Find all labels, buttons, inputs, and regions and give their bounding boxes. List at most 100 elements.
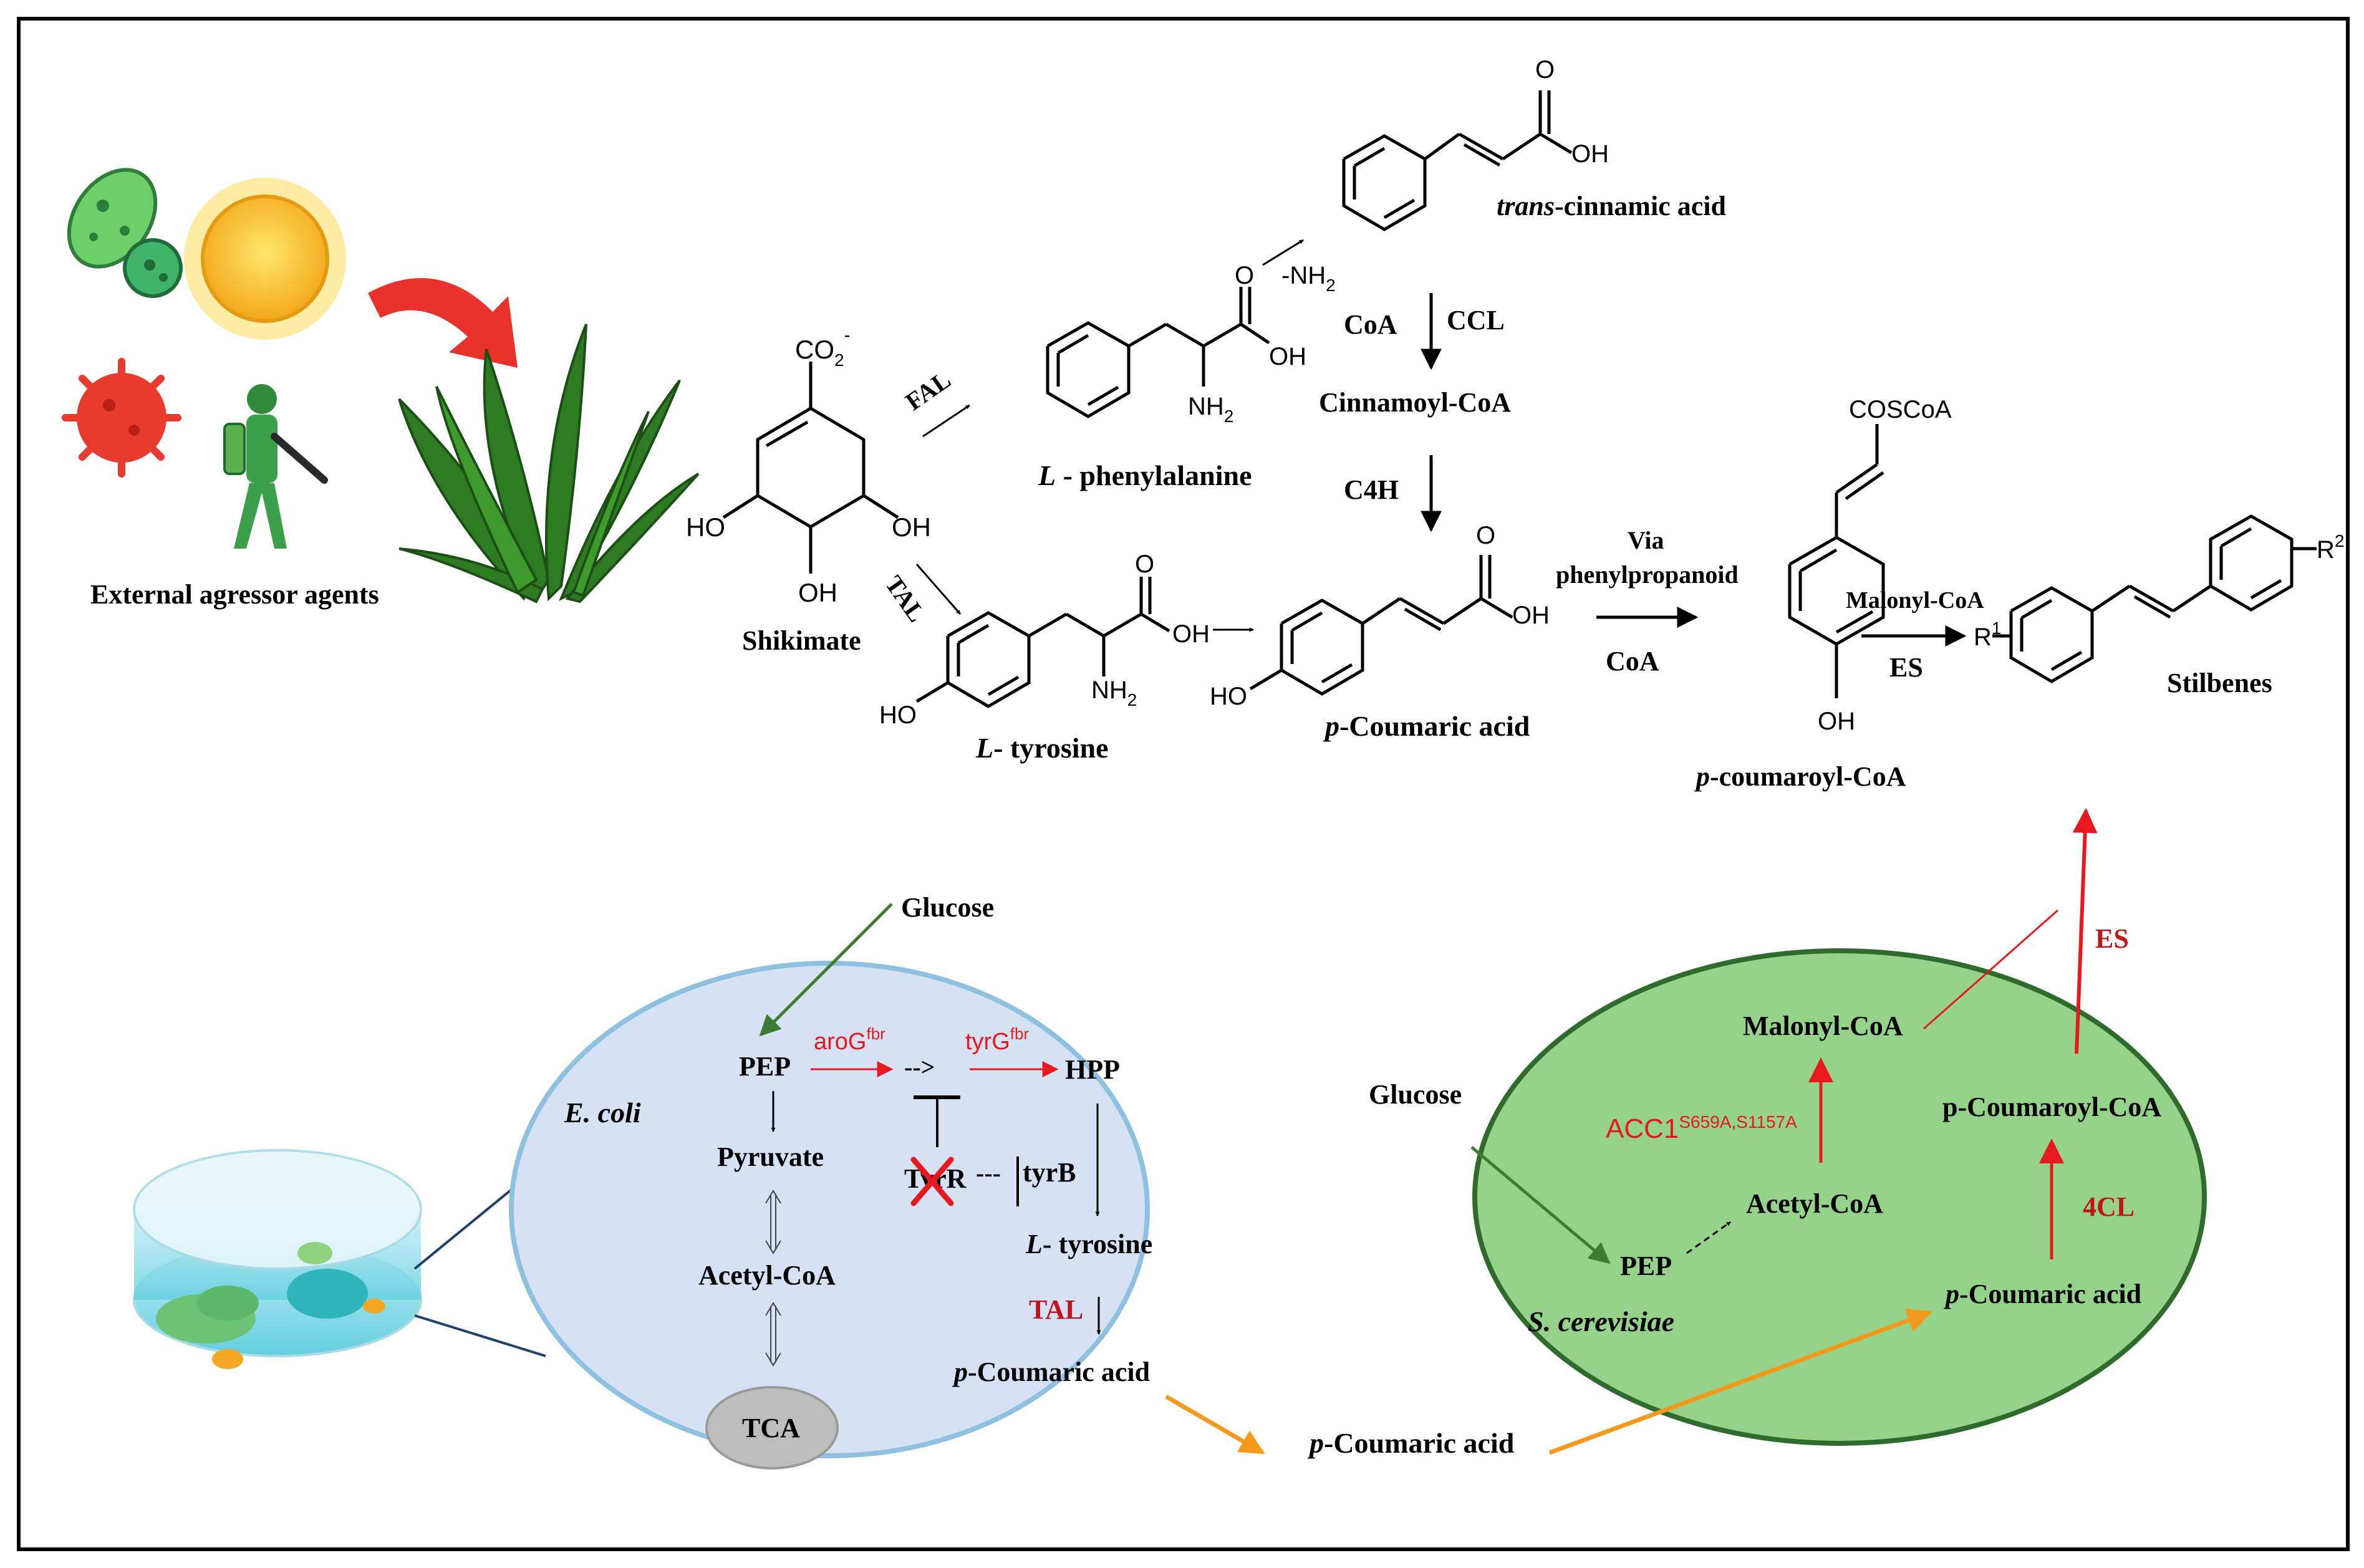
shikimate-structure bbox=[722, 362, 899, 574]
tca-node bbox=[705, 1386, 839, 1469]
sprayer-person-icon bbox=[223, 384, 328, 549]
ecoli-tyrosine-label: L- tyrosine bbox=[1025, 1229, 1152, 1259]
yeast-pep-label: PEP bbox=[1620, 1251, 1672, 1281]
phenylalanine-structure bbox=[1046, 287, 1270, 418]
es-label-top: ES bbox=[1889, 652, 1923, 683]
pcoa-oh-label: OH bbox=[1818, 708, 1855, 735]
bacteria-icon bbox=[67, 168, 183, 298]
p-coumaric-acid-label: p-Coumaric acid bbox=[1323, 710, 1530, 742]
cinnamoyl-coa-label: Cinnamoyl-CoA bbox=[1319, 387, 1511, 418]
shikimate-oh-bottom-label: OH bbox=[798, 578, 837, 607]
cinnamic-acid-label: trans-cinnamic acid bbox=[1497, 191, 1726, 221]
arog-label: aroGfbr bbox=[814, 1024, 885, 1055]
acc1-label: ACC1S659A,S1157A bbox=[1606, 1112, 1797, 1144]
fourcl-label: 4CL bbox=[2083, 1191, 2135, 1222]
tal-arrow bbox=[915, 564, 962, 615]
plant-icon bbox=[398, 324, 700, 604]
dish-connector-bottom bbox=[414, 1314, 546, 1357]
stilbenes-label: Stilbenes bbox=[2167, 668, 2272, 698]
tyrg-label: tyrGfbr bbox=[965, 1024, 1029, 1055]
hpp-label: HPP bbox=[1065, 1054, 1120, 1085]
virus-icon bbox=[62, 358, 181, 478]
cinnamic-acid-structure bbox=[1342, 90, 1573, 231]
petri-dish-icon bbox=[133, 1149, 422, 1369]
c4h-label: C4H bbox=[1344, 474, 1399, 505]
minus-nh2-label: -NH2 bbox=[1281, 262, 1336, 295]
stilbene-structure bbox=[1992, 514, 2317, 683]
fal-arrow bbox=[922, 404, 970, 438]
p-coumaric-acid-structure bbox=[1249, 555, 1513, 696]
sun-icon bbox=[184, 178, 346, 340]
agents-caption: External agressor agents bbox=[90, 579, 379, 610]
yeast-pcoumaroyl-coa-label: p-Coumaroyl-CoA bbox=[1942, 1092, 2161, 1122]
deamination-arrow bbox=[1262, 239, 1304, 266]
import-arrow bbox=[1548, 1308, 1932, 1455]
tyr-ho-label: HO bbox=[879, 701, 917, 729]
pca-ho-label: HO bbox=[1210, 683, 1247, 710]
phe-o-label: O bbox=[1235, 262, 1254, 289]
knockout-cross-icon bbox=[910, 1157, 954, 1206]
yeast-cell bbox=[1472, 948, 2207, 1446]
ccl-label: CCL bbox=[1447, 305, 1505, 335]
fal-label: FAL bbox=[900, 365, 956, 416]
tyr-o-label: O bbox=[1135, 551, 1154, 578]
ecoli-cell bbox=[509, 961, 1150, 1458]
dish-connector-top bbox=[413, 1183, 519, 1270]
cin-oh-label: OH bbox=[1571, 140, 1609, 168]
acetyl-tca-double-arrow bbox=[765, 1302, 781, 1367]
malonyl-coa-label-top: Malonyl-CoA bbox=[1846, 587, 1984, 613]
phenylpropanoid-label: phenylpropanoid bbox=[1556, 560, 1739, 589]
stilbene-synthesis-arrow bbox=[2072, 808, 2098, 1054]
pca-oh-label: OH bbox=[1512, 602, 1550, 629]
phenylalanine-label: L - phenylalanine bbox=[1038, 459, 1252, 491]
tca-label: TCA bbox=[742, 1413, 800, 1443]
tal-label: TAL bbox=[880, 570, 931, 627]
tyrb-label: tyrB bbox=[1023, 1157, 1076, 1188]
yeast-malonyl-coa-label: Malonyl-CoA bbox=[1743, 1011, 1903, 1041]
phe-nh2-label: NH2 bbox=[1188, 393, 1233, 426]
ecoli-acetyl-coa-label: Acetyl-CoA bbox=[698, 1260, 836, 1291]
yeast-glucose-arrow bbox=[1470, 1146, 1611, 1264]
yeast-pca-label: p-Coumaric acid bbox=[1943, 1279, 2141, 1309]
red-curved-arrow bbox=[368, 278, 518, 368]
shikimate-oh-right-label: OH bbox=[892, 512, 931, 542]
pca-o-label: O bbox=[1476, 522, 1495, 549]
dashed-arrow-label: --> bbox=[904, 1053, 935, 1081]
r2-label: R2 bbox=[2317, 531, 2344, 564]
figure-border bbox=[17, 17, 2350, 1551]
tyr-nh2-label: NH2 bbox=[1091, 676, 1137, 709]
ecoli-tal-label: TAL bbox=[1029, 1294, 1083, 1325]
malonyl-es-line bbox=[1923, 909, 2058, 1030]
yeast-acetyl-coa-label: Acetyl-CoA bbox=[1746, 1188, 1883, 1219]
coscoa-label: COSCoA bbox=[1849, 396, 1952, 423]
tyrosine-label: L- tyrosine bbox=[975, 732, 1109, 764]
dash-label: --- bbox=[976, 1159, 1001, 1187]
yeast-organism-label: S. cerevisiae bbox=[1528, 1306, 1674, 1337]
via-label: Via bbox=[1628, 526, 1664, 554]
pyruvate-label: Pyruvate bbox=[717, 1142, 824, 1172]
co2-label: CO2- bbox=[795, 325, 851, 370]
yeast-glucose-label: Glucose bbox=[1369, 1079, 1462, 1110]
transfer-pca-label: p-Coumaric acid bbox=[1307, 1427, 1515, 1459]
tyrosine-structure bbox=[915, 577, 1170, 708]
ecoli-pep-label: PEP bbox=[739, 1051, 791, 1082]
r1-label: R1 bbox=[1974, 618, 2001, 651]
shikimate-label: Shikimate bbox=[742, 625, 861, 656]
phe-oh-label: OH bbox=[1269, 343, 1306, 370]
cin-o-label: O bbox=[1535, 56, 1555, 84]
pyruvate-acetyl-double-arrow bbox=[765, 1190, 781, 1254]
coa-label-1: CoA bbox=[1344, 309, 1397, 340]
pep-acetyl-dashed-arrow bbox=[1686, 1221, 1731, 1254]
ecoli-glucose-label: Glucose bbox=[901, 892, 994, 923]
ecoli-glucose-arrow bbox=[759, 903, 893, 1037]
p-coumaroyl-coa-label: p-coumaroyl-CoA bbox=[1694, 761, 1906, 792]
tyr-oh-label: OH bbox=[1172, 620, 1210, 648]
p-coumaroyl-coa-structure bbox=[1788, 424, 1885, 698]
shikimate-ho-label: HO bbox=[686, 512, 725, 542]
ecoli-pca-label: p-Coumaric acid bbox=[952, 1357, 1150, 1387]
yeast-es-label: ES bbox=[2095, 923, 2129, 954]
coa-label-2: CoA bbox=[1606, 646, 1659, 676]
ecoli-organism-label: E. coli bbox=[564, 1097, 641, 1128]
